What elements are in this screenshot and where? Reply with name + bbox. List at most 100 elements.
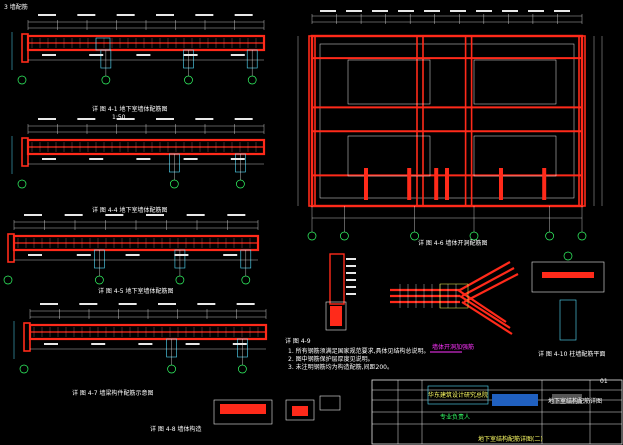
junction-rebar xyxy=(459,295,511,329)
note-1: 1. 所有钢筋须满足国家规范要求,具体见结构总说明。 xyxy=(288,348,430,355)
logo-bar xyxy=(492,394,538,406)
text-stub xyxy=(346,10,362,12)
text-stub xyxy=(89,54,104,56)
junction-rebar xyxy=(459,261,511,291)
beam-end-hook xyxy=(7,233,15,263)
text-stub xyxy=(105,214,124,216)
axis-bubble xyxy=(95,275,104,285)
junction-box xyxy=(439,283,469,309)
axis-bubble xyxy=(563,251,573,261)
axis-bubble xyxy=(175,275,185,285)
axis-bubble xyxy=(17,179,27,189)
caption-fig7: 详 图 4-6 墙体开洞配筋图 xyxy=(418,240,488,247)
junction-rebar xyxy=(461,301,513,335)
text-stub xyxy=(156,118,174,120)
text-stub xyxy=(146,214,164,216)
text-stub xyxy=(44,343,58,345)
caption-fig2: 详 图 4-4 地下室墙体配筋图 xyxy=(92,207,168,214)
text-stub xyxy=(502,10,518,12)
text-stub xyxy=(91,343,106,345)
logo-hatch xyxy=(552,394,582,404)
frame-column xyxy=(464,35,473,207)
caption-fig5: 详 图 4-8 墙体构造 xyxy=(150,426,202,433)
axis-bubble xyxy=(545,231,554,241)
text-stub xyxy=(234,118,253,120)
text-stub xyxy=(346,265,356,267)
frame-stub xyxy=(407,168,412,200)
caption-fig9: 详 图 4-10 柱墙配筋平面 xyxy=(538,351,606,358)
section-detail xyxy=(325,301,347,331)
title-company: 华东建筑设计研究总院 xyxy=(428,392,489,399)
text-stub xyxy=(76,254,91,256)
text-stub xyxy=(346,258,356,260)
text-stub xyxy=(346,293,356,295)
axis-bubble xyxy=(241,275,251,285)
frame-outline xyxy=(310,34,584,208)
axis-bubble xyxy=(307,231,317,241)
text-stub xyxy=(77,118,96,120)
section-detail xyxy=(319,395,341,411)
frame-column xyxy=(416,35,424,207)
text-stub xyxy=(234,14,253,16)
note-3: 3. 未注明钢筋均为构造配筋,间距200。 xyxy=(288,364,393,371)
beam-end-hook xyxy=(21,33,29,63)
frame-stub xyxy=(499,168,503,200)
text-stub xyxy=(185,343,200,345)
axis-bubble xyxy=(577,231,587,241)
text-stub xyxy=(230,158,245,160)
text-stub xyxy=(118,303,137,305)
section-fill xyxy=(220,404,266,414)
text-stub xyxy=(195,118,214,120)
text-stub xyxy=(174,254,189,256)
section-fill xyxy=(330,306,342,326)
frame-stub xyxy=(542,168,547,200)
text-stub xyxy=(138,343,153,345)
axis-bubble xyxy=(169,179,179,189)
panel xyxy=(347,59,431,105)
text-stub xyxy=(116,14,135,16)
axis-bubble xyxy=(101,75,111,85)
axis-bubble xyxy=(410,231,419,241)
section-detail xyxy=(329,253,345,305)
text-stub xyxy=(116,118,135,120)
axis-bubble xyxy=(238,364,247,374)
caption-fig8: 详 图 4-9 xyxy=(285,338,311,345)
text-stub xyxy=(230,54,245,56)
text-stub xyxy=(183,158,198,160)
section-detail xyxy=(213,399,273,425)
text-stub xyxy=(346,286,356,288)
text-stub xyxy=(89,158,104,160)
column-detail-fill xyxy=(542,272,594,278)
axis-bubble xyxy=(17,75,27,85)
logo-box xyxy=(427,385,489,405)
text-stub xyxy=(554,10,570,12)
text-stub xyxy=(450,10,466,12)
text-stub xyxy=(236,303,255,305)
text-stub xyxy=(38,14,56,16)
caption-fig4: 详 图 4-7 墙梁构件配筋示意图 xyxy=(72,390,154,397)
text-stub xyxy=(195,14,214,16)
text-stub xyxy=(79,303,98,305)
beam-end-hook xyxy=(23,322,31,352)
axis-bubble xyxy=(167,364,176,374)
section-fill xyxy=(292,406,308,416)
text-stub xyxy=(346,279,356,281)
title-sheet-name: 地下室结构配筋详图 xyxy=(548,398,603,405)
text-stub xyxy=(28,254,42,256)
panel xyxy=(473,135,557,177)
text-stub xyxy=(158,303,176,305)
caption-fig1: 详 图 4-1 地下室墙体配筋图 xyxy=(92,106,168,113)
text-stub xyxy=(38,118,56,120)
magenta-note: 墙体开洞加强筋 xyxy=(432,344,475,351)
text-stub xyxy=(42,158,56,160)
section-mark xyxy=(95,37,111,51)
axis-bubble xyxy=(3,275,13,285)
axis-bubble xyxy=(247,75,257,85)
column-detail xyxy=(531,261,605,293)
text-stub xyxy=(232,343,247,345)
column-detail xyxy=(559,299,577,341)
text-stub xyxy=(346,272,356,274)
text-stub xyxy=(186,214,205,216)
axis-bubble xyxy=(19,364,29,374)
